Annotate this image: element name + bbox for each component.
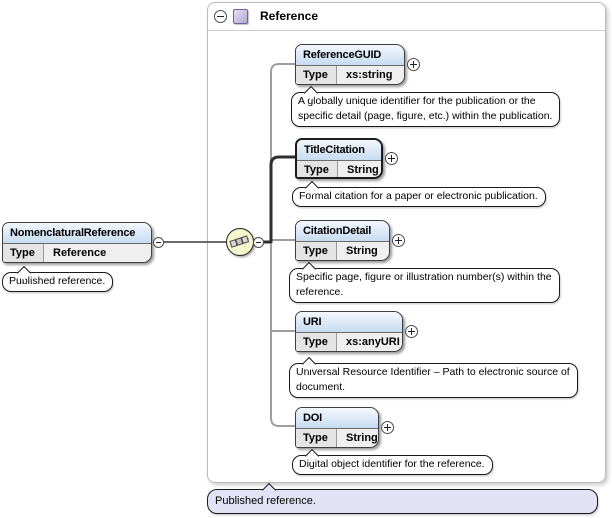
- type-value: xs:anyURI: [337, 333, 402, 351]
- annotation-callout: Specific page, figure or illustration nu…: [289, 261, 560, 303]
- expand-icon[interactable]: [405, 325, 418, 338]
- annotation-text: Digital object identifier for the refere…: [299, 458, 485, 470]
- element-box-citationdetail[interactable]: CitationDetail Type String: [295, 220, 390, 261]
- reference-complextype-container: Reference: [207, 2, 606, 483]
- type-label: Type: [296, 333, 337, 351]
- annotation-callout: Formal citation for a paper or electroni…: [292, 180, 546, 207]
- element-box-doi[interactable]: DOI Type String: [295, 407, 379, 448]
- collapse-icon[interactable]: [214, 10, 227, 23]
- type-value: xs:string: [337, 66, 404, 84]
- annotation-text: reference.: [296, 286, 344, 298]
- element-box-referenceguid[interactable]: ReferenceGUID Type xs:string: [295, 44, 405, 85]
- footer-annotation-callout: Published reference.: [207, 482, 598, 514]
- annotation-text: Published reference.: [215, 495, 316, 507]
- expand-icon[interactable]: [381, 421, 394, 434]
- element-name: ReferenceGUID: [296, 45, 404, 66]
- type-label: Type: [296, 429, 337, 447]
- type-label: Type: [3, 244, 44, 262]
- type-value: String: [338, 161, 381, 177]
- annotation-text: Specific page, figure or illustration nu…: [296, 271, 552, 283]
- collapse-icon[interactable]: [253, 237, 264, 248]
- complextype-icon: [233, 9, 248, 24]
- type-label: Type: [296, 242, 337, 260]
- annotation-text: A globally unique identifier for the pub…: [298, 95, 536, 107]
- expand-icon[interactable]: [407, 58, 420, 71]
- element-name: DOI: [296, 408, 378, 429]
- annotation-callout: A globally unique identifier for the pub…: [291, 85, 561, 127]
- expand-icon[interactable]: [385, 152, 398, 165]
- type-label: Type: [297, 161, 338, 177]
- annotation-text: Formal citation for a paper or electroni…: [299, 190, 538, 202]
- element-name: NomenclaturalReference: [3, 223, 151, 244]
- type-label: Type: [296, 66, 337, 84]
- annotation-text: document.: [296, 381, 346, 393]
- element-box-uri[interactable]: URI Type xs:anyURI: [295, 311, 403, 352]
- annotation-callout: Universal Resource Identifier – Path to …: [289, 356, 578, 398]
- collapse-icon[interactable]: [153, 237, 164, 248]
- annotation-text: specific detail (page, figure, etc.) wit…: [298, 110, 553, 122]
- element-box-titlecitation[interactable]: TitleCitation Type String: [295, 138, 383, 179]
- expand-icon[interactable]: [392, 234, 405, 247]
- element-name: CitationDetail: [296, 221, 389, 242]
- type-value: String: [337, 429, 378, 447]
- type-value: String: [337, 242, 389, 260]
- element-name: TitleCitation: [297, 140, 381, 161]
- container-header: Reference: [208, 3, 605, 31]
- annotation-text: Universal Resource Identifier – Path to …: [296, 366, 570, 378]
- annotation-callout: Digital object identifier for the refere…: [292, 448, 493, 475]
- sequence-compositor-icon[interactable]: [226, 228, 254, 256]
- annotation-callout-root: Published reference.: [2, 265, 114, 292]
- element-box-nomenclaturalreference[interactable]: NomenclaturalReference Type Reference: [2, 222, 152, 263]
- annotation-text: Published reference.: [9, 275, 106, 287]
- type-value: Reference: [44, 244, 151, 262]
- element-name: URI: [296, 312, 402, 333]
- container-title: Reference: [260, 9, 319, 23]
